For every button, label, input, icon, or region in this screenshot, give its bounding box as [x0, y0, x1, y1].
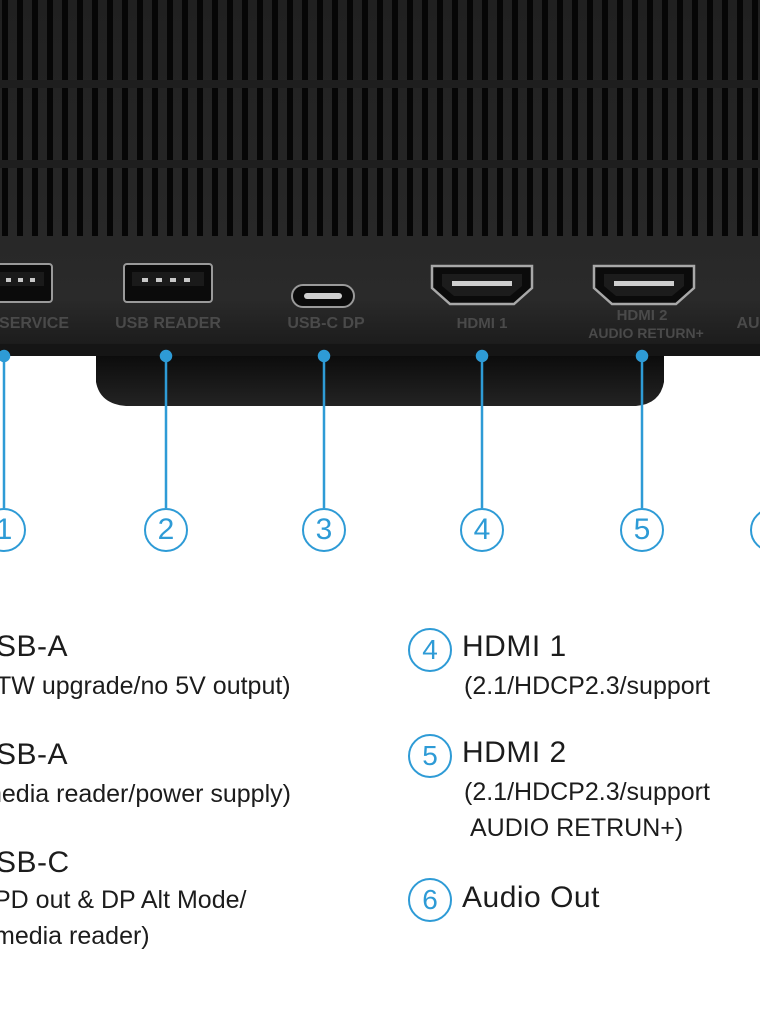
callout-5: 5	[620, 508, 664, 552]
hdmi-2-port	[592, 264, 696, 306]
port-label-hdmi-1: HDMI 1	[457, 315, 508, 332]
callout-4: 4	[460, 508, 504, 552]
legend-detail-5a: (2.1/HDCP2.3/support	[464, 778, 710, 806]
callout-3: 3	[302, 508, 346, 552]
port-label-usb-c-dp: USB-C DP	[287, 315, 365, 332]
legend-title-5: HDMI 2	[462, 736, 567, 769]
port-label-usb-reader: USB READER	[115, 315, 221, 332]
legend-badge-6: 6	[408, 878, 452, 922]
legend-detail-3a: PD out & DP Alt Mode/	[0, 886, 247, 914]
stand-foot	[96, 356, 664, 406]
legend-title-1: SB-A	[0, 630, 69, 663]
usb-a-service-port	[0, 263, 53, 303]
leader-dot-5	[635, 349, 649, 363]
port-label-audio: AU	[736, 315, 759, 332]
legend-badge-5: 5	[408, 734, 452, 778]
leader-dot-3	[317, 349, 331, 363]
port-label-audio-return: AUDIO RETURN+	[588, 325, 704, 341]
legend-title-2: SB-A	[0, 738, 69, 771]
vent-grille	[0, 0, 760, 236]
port-label-service: SERVICE	[0, 315, 69, 332]
usb-c-port	[291, 284, 355, 308]
legend-detail-2: nedia reader/power supply)	[0, 780, 291, 808]
panel-rim	[0, 344, 760, 356]
usb-a-reader-port	[123, 263, 213, 303]
legend-title-6: Audio Out	[462, 881, 600, 914]
leader-dot-1	[0, 349, 11, 363]
legend-title-3: SB-C	[0, 846, 70, 879]
legend-detail-3b: media reader)	[0, 922, 150, 950]
port-label-hdmi-2: HDMI 2	[617, 307, 668, 324]
callout-2: 2	[144, 508, 188, 552]
legend-detail-1: TW upgrade/no 5V output)	[0, 672, 291, 700]
legend-detail-4: (2.1/HDCP2.3/support	[464, 672, 710, 700]
legend-detail-5b: AUDIO RETRUN+)	[470, 814, 684, 842]
legend-title-4: HDMI 1	[462, 630, 567, 663]
leader-dot-2	[159, 349, 173, 363]
hdmi-1-port	[430, 264, 534, 306]
leader-dot-4	[475, 349, 489, 363]
legend-badge-4: 4	[408, 628, 452, 672]
